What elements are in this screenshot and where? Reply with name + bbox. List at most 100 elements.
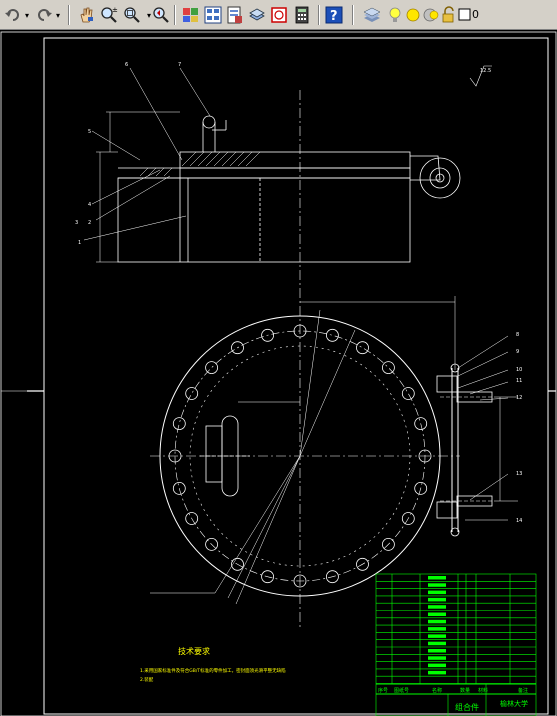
bom-cell	[428, 656, 446, 660]
bolt-hole	[418, 449, 432, 463]
tech-requirements-note: 1.采用国家标准件及符合GB/T标准的零件加工，密封面须光滑平整无缺陷	[140, 667, 286, 674]
design-center-button[interactable]	[203, 5, 223, 25]
layer-manager-button[interactable]	[362, 5, 382, 25]
bolt-hole	[231, 557, 244, 571]
svg-text:7: 7	[178, 62, 181, 68]
current-layer-name: 0	[472, 8, 479, 21]
hinge-inner	[429, 167, 451, 189]
chevron-down-icon: ▾	[24, 10, 29, 20]
svg-text:1: 1	[78, 240, 81, 246]
chevron-down-icon: ▾	[146, 10, 151, 20]
sheet-outer-border	[0, 31, 557, 716]
bom-cell	[428, 663, 446, 668]
help-button[interactable]: ?	[324, 5, 344, 25]
sheet-inner-border	[43, 37, 549, 715]
markup-icon	[271, 7, 287, 23]
title-row-label-5: 材料	[478, 687, 488, 694]
tech-requirements-title: 技术要求	[178, 646, 210, 656]
svg-text:14: 14	[516, 518, 522, 524]
undo-icon	[5, 9, 19, 21]
tech-requirements-note-2: 2.装配	[140, 676, 154, 683]
bolt-hole	[356, 557, 369, 571]
bolt-hole	[381, 361, 395, 375]
title-row-label-2: 图纸号	[394, 687, 409, 694]
markup-button[interactable]	[269, 5, 289, 25]
roughness-symbol	[469, 65, 492, 87]
zoom-dropdown[interactable]: ▾	[145, 5, 153, 25]
handle-plate	[205, 425, 223, 483]
svg-text:9: 9	[516, 349, 519, 355]
pan-button[interactable]	[76, 5, 96, 25]
zoom-previous-icon	[153, 7, 169, 23]
lock-icon	[442, 6, 454, 23]
zoom-realtime-icon: ±	[101, 6, 118, 23]
cover-lip	[179, 167, 411, 179]
bom-name-cells	[428, 576, 446, 675]
bolt-hole	[293, 324, 307, 338]
svg-text:6: 6	[125, 62, 128, 68]
bolt-hole	[205, 538, 219, 551]
sun-icon	[406, 8, 420, 22]
bom-cell	[428, 597, 446, 602]
sheet-set-button[interactable]	[247, 5, 267, 25]
layers-icon	[363, 7, 381, 22]
title-row-label-3: 名称	[432, 687, 442, 694]
calculator-icon	[295, 6, 309, 24]
zoom-realtime-button[interactable]: ±	[99, 5, 119, 25]
toolbar-separator	[68, 5, 70, 25]
bolt-hole	[185, 387, 199, 400]
zoom-previous-button[interactable]	[151, 5, 171, 25]
title-row-label-1: 序号	[378, 687, 388, 694]
bolt-hole	[172, 417, 186, 431]
cad-drawing: 6 7 5 4 3 2 1 8 9 10 11 12 13 14 12.5 技术…	[0, 31, 557, 716]
bolt-hole	[261, 328, 275, 342]
hinge-block-bottom	[436, 501, 458, 519]
layer-color-swatch[interactable]	[455, 5, 475, 25]
bolt-hole	[356, 341, 369, 355]
drawing-canvas[interactable]: 6 7 5 4 3 2 1 8 9 10 11 12 13 14 12.5 技术…	[0, 30, 557, 716]
layer-on-toggle[interactable]	[385, 5, 405, 25]
toolbar-separator	[352, 5, 354, 25]
nozzle-body	[117, 177, 411, 263]
handle-top	[202, 115, 216, 129]
svg-text:?: ?	[330, 9, 338, 24]
properties-button[interactable]	[181, 5, 201, 25]
svg-text:4: 4	[88, 202, 91, 208]
bolt-hole	[293, 574, 307, 588]
viewport-sun-icon	[423, 8, 439, 22]
bolt-hole	[185, 512, 199, 525]
svg-text:10: 10	[516, 367, 522, 373]
svg-text:11: 11	[516, 378, 522, 384]
title-row-label-6: 备注	[518, 687, 528, 694]
zoom-window-icon	[124, 7, 140, 23]
bom-cell	[428, 576, 446, 580]
layer-lock-toggle[interactable]	[439, 5, 459, 25]
title-row-label-4: 数量	[460, 687, 470, 694]
bolt-hole	[325, 570, 339, 584]
bolt-hole	[401, 387, 415, 400]
undo-button[interactable]	[3, 5, 23, 25]
pan-hand-icon	[80, 7, 93, 23]
bom-cell	[428, 605, 446, 609]
bom-cell	[428, 649, 446, 653]
tool-palettes-button[interactable]	[225, 5, 245, 25]
redo-button[interactable]	[34, 5, 54, 25]
svg-text:13: 13	[516, 471, 522, 477]
layer-freeze-toggle[interactable]	[403, 5, 423, 25]
zoom-window-button[interactable]	[122, 5, 142, 25]
bom-cell	[428, 641, 446, 646]
undo-dropdown[interactable]: ▾	[23, 5, 31, 25]
calculator-button[interactable]	[292, 5, 312, 25]
layer-viewport-freeze-toggle[interactable]	[421, 5, 441, 25]
bolt-hole	[414, 481, 428, 495]
bolt-circle	[174, 330, 426, 582]
section-hatch	[139, 151, 261, 177]
bom-cell	[428, 590, 446, 595]
company-name: 榆林大学	[500, 699, 528, 708]
title-block	[375, 573, 537, 716]
sheet-set-icon	[249, 8, 265, 21]
assembly-label: 组合件	[455, 702, 479, 712]
bolt-hole	[401, 512, 415, 525]
redo-dropdown[interactable]: ▾	[54, 5, 62, 25]
svg-text:5: 5	[88, 129, 91, 135]
